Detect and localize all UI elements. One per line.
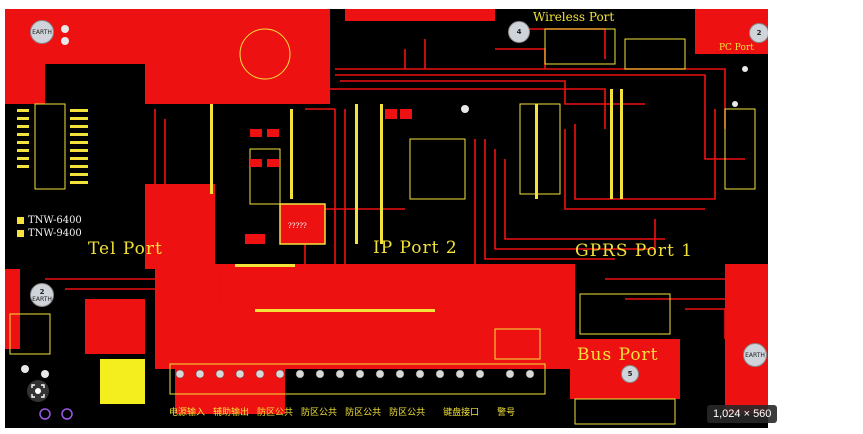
visual-search-button[interactable] [27,380,49,402]
marker-5: 5 [621,365,639,383]
legend-item-tnw9400: TNW-9400 [28,228,82,239]
earth-marker: EARTH [30,20,54,44]
earth-marker: EARTH [743,343,767,367]
model-legend: TNW-6400 TNW-9400 [17,215,82,241]
terminal-label: 警号 [497,408,516,418]
legend-item-tnw6400: TNW-6400 [28,215,82,226]
terminal-label: 防区公共 [345,408,382,418]
pcb-image[interactable]: Wireless Port PC Port Tel Port IP Port 2… [5,9,768,428]
terminal-label: 电源输入 [169,408,206,418]
terminal-label: 防区公共 [389,408,426,418]
terminal-labels: 电源输入 辅助输出 防区公共 防区公共 防区公共 防区公共 键盘接口 警号 [165,405,519,418]
tel-port-label: Tel Port [88,239,163,259]
chip-label: ????? [288,222,307,230]
terminal-label: 辅助输出 [213,408,250,418]
legend-swatch [17,217,24,224]
bus-port-label: Bus Port [577,345,659,365]
pcb-artwork [5,9,768,425]
legend-swatch [17,230,24,237]
terminal-label: 键盘接口 [443,408,480,418]
wireless-port-label: Wireless Port [533,10,615,24]
gprs-port-label: GPRS Port 1 [575,241,694,261]
pc-port-label: PC Port [719,43,754,53]
lens-icon [31,384,45,398]
terminal-label: 防区公共 [301,408,338,418]
marker-4: 4 [508,21,530,43]
ip-port-label: IP Port 2 [373,238,458,258]
marker-2: 2 [749,23,768,43]
terminal-label: 防区公共 [257,408,294,418]
image-dimensions-badge: 1,024 × 560 [707,405,778,423]
